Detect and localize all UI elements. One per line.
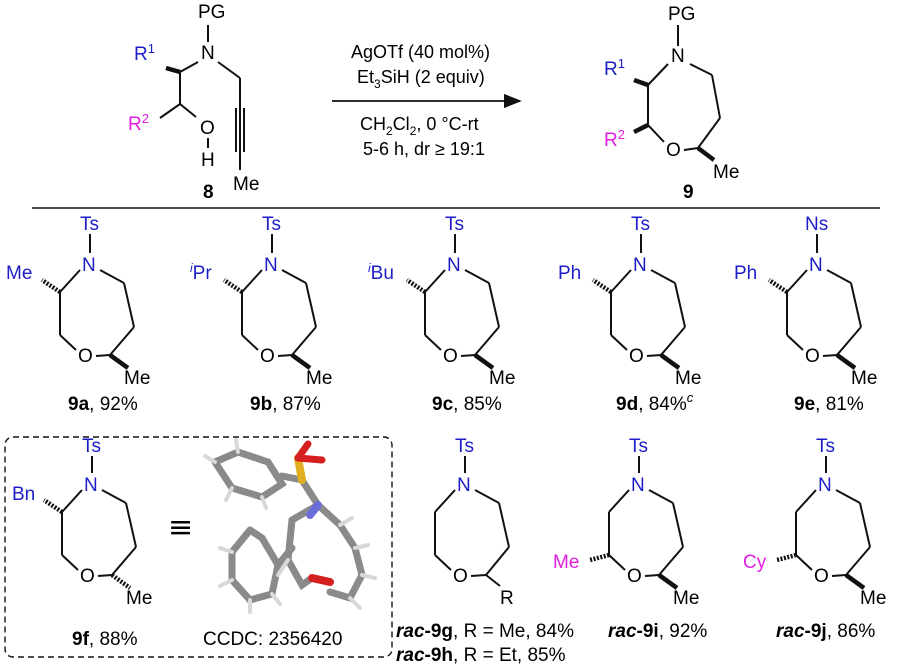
caption-9b: 9b, 87% <box>250 394 321 415</box>
r2-label: R2 <box>128 111 149 135</box>
me-label: Me <box>713 162 739 183</box>
o-atom: O <box>453 566 468 587</box>
n-atom: N <box>818 475 832 496</box>
pg-label: PG <box>198 2 225 23</box>
compound-9i: Ts N Me O Me rac-9i, 92% <box>553 436 707 642</box>
caption-9a: 9a, 92% <box>68 394 138 415</box>
o-atom: O <box>443 346 458 367</box>
caption-9g: rac-9g, R = Me, 84% <box>396 621 574 642</box>
me-label: Me <box>306 368 332 389</box>
me-label: Me <box>124 368 150 389</box>
compound-9j: Ts N Cy O Me rac-9j, 86% <box>743 436 886 642</box>
reactant-label: 8 <box>203 182 214 203</box>
wedge-bond <box>633 77 649 88</box>
n-atom: N <box>447 255 461 276</box>
pg-label: PG <box>668 4 695 25</box>
compound-9f: Ts N Bn O Me 9f, 88% <box>12 436 152 650</box>
o-atom: O <box>666 140 681 161</box>
compound-9c: Ts N iBu O Me 9c, 85% <box>368 214 515 415</box>
o-atom: O <box>260 346 275 367</box>
wedge-bond <box>632 122 650 135</box>
n-atom: N <box>633 255 647 276</box>
ts-label: Ts <box>816 436 835 457</box>
me-substituent: Me <box>6 263 32 284</box>
caption-9d: 9d, 84%c <box>616 390 694 415</box>
me-label: Me <box>126 588 152 609</box>
wedge-bond <box>696 146 716 162</box>
ts-label: Ts <box>445 214 464 235</box>
ts-label: Ts <box>82 436 101 457</box>
compound-9a: Ts N Me O Me 9a, 92% <box>6 214 150 415</box>
o-atom: O <box>805 346 820 367</box>
ts-label: Ts <box>631 214 650 235</box>
o-atom: O <box>80 566 95 587</box>
ts-label: Ts <box>455 436 474 457</box>
me-label: Me <box>675 368 701 389</box>
me-label: Me <box>489 368 515 389</box>
compound-9b: Ts N iPr O Me 9b, 87% <box>190 214 332 415</box>
ph-substituent: Ph <box>558 263 581 284</box>
r2-label: R2 <box>604 127 625 151</box>
caption-9f: 9f, 88% <box>72 629 138 650</box>
caption-9j: rac-9j, 86% <box>776 621 875 642</box>
product-9 <box>647 25 721 151</box>
ts-label: Ts <box>262 214 281 235</box>
ph-substituent: Ph <box>734 263 757 284</box>
o-atom: O <box>627 566 642 587</box>
n-atom: N <box>264 255 278 276</box>
compound-9e: Ns N Ph O Me 9e, 81% <box>734 214 877 415</box>
o-atom: O <box>200 118 215 139</box>
ibu-substituent: iBu <box>368 261 394 284</box>
h-atom: H <box>201 150 215 171</box>
me-label: Me <box>851 368 877 389</box>
o-atom: O <box>629 346 644 367</box>
n-atom: N <box>631 475 645 496</box>
compound-9d: Ts N Ph O Me 9d, 84%c <box>558 214 701 415</box>
caption-9h: rac-9h, R = Et, 85% <box>396 645 566 666</box>
compound-9g-9h: Ts N O R rac-9g, R = Me, 84% rac-9h, R =… <box>396 436 574 666</box>
r-label: R <box>500 588 514 609</box>
ts-label: Ts <box>629 436 648 457</box>
o-atom: O <box>814 566 829 587</box>
crystal-structure-image <box>203 438 377 614</box>
product-label: 9 <box>683 182 694 203</box>
condition-4: 5-6 h, dr ≥ 19:1 <box>363 139 485 159</box>
n-atom: N <box>82 255 96 276</box>
o-atom: O <box>78 346 93 367</box>
ns-label: Ns <box>805 214 828 235</box>
caption-9e: 9e, 81% <box>794 394 864 415</box>
bn-substituent: Bn <box>12 484 35 505</box>
me-substituent: Me <box>553 552 579 573</box>
r1-label: R1 <box>604 56 625 80</box>
equivalence-symbol: ≡ <box>168 510 193 545</box>
me-label: Me <box>233 174 259 195</box>
condition-2: Et3SiH (2 equiv) <box>357 67 485 91</box>
wedge-bond <box>165 65 181 75</box>
ts-label: Ts <box>80 214 99 235</box>
me-label: Me <box>860 588 886 609</box>
n-atom: N <box>84 475 98 496</box>
condition-1: AgOTf (40 mol%) <box>351 42 490 62</box>
cy-substituent: Cy <box>743 552 767 573</box>
n-atom: N <box>671 46 685 67</box>
me-label: Me <box>673 588 699 609</box>
ipr-substituent: iPr <box>190 261 212 284</box>
n-atom: N <box>201 43 215 64</box>
crystal-structure-box <box>4 436 393 658</box>
ccdc-label: CCDC: 2356420 <box>203 629 342 650</box>
r1-label: R1 <box>134 41 155 65</box>
condition-3: CH2Cl2, 0 °C-rt <box>360 114 479 138</box>
reactant-8 <box>159 25 245 170</box>
caption-9c: 9c, 85% <box>432 394 502 415</box>
caption-9i: rac-9i, 92% <box>608 621 707 642</box>
n-atom: N <box>809 255 823 276</box>
n-atom: N <box>457 475 471 496</box>
